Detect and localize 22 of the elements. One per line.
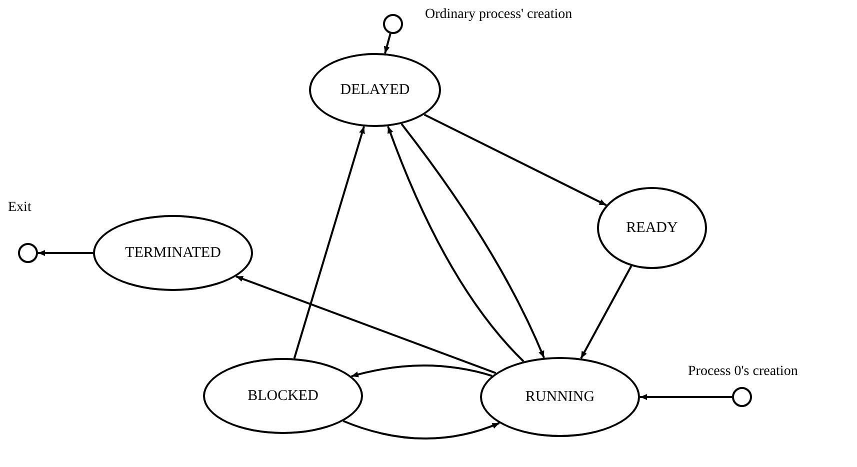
terminal-circle xyxy=(383,14,403,34)
arrow xyxy=(384,33,392,54)
state-label: DELAYED xyxy=(340,82,410,98)
arrow xyxy=(424,114,607,206)
arrow xyxy=(293,126,365,359)
terminal-circle xyxy=(732,387,752,407)
arrow xyxy=(387,126,524,362)
terminal-circle xyxy=(18,243,38,263)
arrow xyxy=(342,420,500,440)
state-label: RUNNING xyxy=(525,388,595,406)
arrow xyxy=(580,266,632,359)
arrow xyxy=(640,394,732,400)
state-label: READY xyxy=(626,220,678,236)
arrow xyxy=(400,123,545,358)
arrow xyxy=(236,275,496,374)
state-label: BLOCKED xyxy=(248,388,318,404)
arrow xyxy=(38,250,93,256)
node-caption: Process 0's creation xyxy=(688,363,799,381)
state-label: TERMINATED xyxy=(125,244,221,262)
arrow xyxy=(351,364,492,378)
node-caption: Ordinary process' creation xyxy=(425,6,574,24)
node-caption: Exit xyxy=(8,199,32,217)
